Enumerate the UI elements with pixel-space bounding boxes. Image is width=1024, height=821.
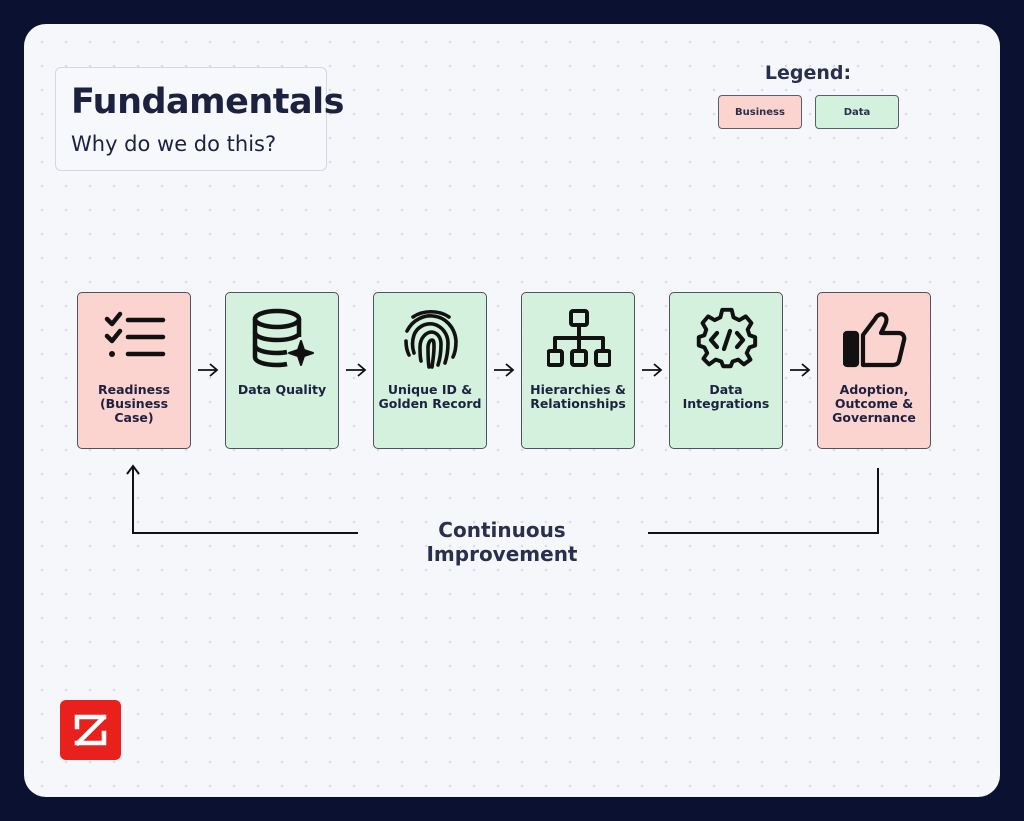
loop-label: Continuous Improvement: [426, 518, 578, 566]
step-adoption: Adoption, Outcome & Governance: [817, 292, 931, 449]
arrow-right-icon: [198, 363, 219, 377]
step-unique-id: Unique ID & Golden Record: [373, 292, 487, 449]
fingerprint-icon: [399, 307, 463, 371]
arrow-right-icon: [346, 363, 367, 377]
step-label: Readiness (Business Case): [97, 382, 171, 425]
hierarchy-icon: [547, 307, 611, 371]
step-label: Adoption, Outcome & Governance: [832, 382, 916, 425]
step-label: Data Quality: [237, 382, 327, 397]
step-readiness: Readiness (Business Case): [77, 292, 191, 449]
step-hierarchies: Hierarchies & Relationships: [521, 292, 635, 449]
zoominfo-logo: [60, 700, 121, 760]
checklist-icon: [103, 307, 167, 371]
legend-item-business: Business: [718, 95, 802, 129]
arrow-right-icon: [790, 363, 811, 377]
page-subtitle: Why do we do this?: [71, 132, 277, 156]
arrow-right-icon: [642, 363, 663, 377]
legend-title: Legend:: [764, 62, 852, 84]
step-label: Hierarchies & Relationships: [530, 382, 626, 411]
arrow-right-icon: [494, 363, 515, 377]
thumbs-up-icon: [843, 307, 907, 371]
page-title: Fundamentals: [71, 82, 344, 122]
step-label: Data Integrations: [682, 382, 770, 411]
step-label: Unique ID & Golden Record: [378, 382, 482, 411]
code-gear-icon: [695, 307, 759, 371]
step-data-quality: Data Quality: [225, 292, 339, 449]
legend-item-data: Data: [815, 95, 899, 129]
step-data-integrations: Data Integrations: [669, 292, 783, 449]
database-sparkle-icon: [251, 307, 315, 371]
title-card: Fundamentals Why do we do this?: [55, 67, 344, 171]
